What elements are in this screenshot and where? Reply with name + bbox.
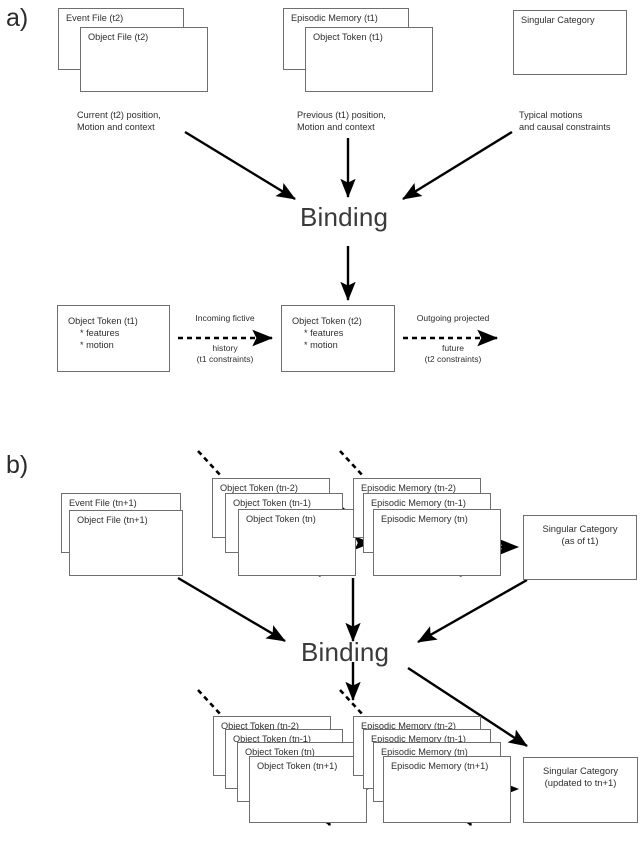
incoming-fictive-label-bottom: history (t1 constraints) [196, 343, 254, 364]
outgoing-projected-label-bottom: future (t2 constraints) [424, 343, 482, 364]
object-token-t1-label: Object Token (t1) [313, 32, 383, 42]
episodic-memory-tnp1-box-bottom: Episodic Memory (tn+1) [383, 756, 511, 823]
incoming-fictive-label-top: Incoming fictive [195, 313, 255, 323]
object-token-tnp1-label-bottom: Object Token (tn+1) [257, 761, 338, 771]
event-file-t2-label: Event File (t2) [66, 13, 124, 23]
object-token-t1-feature-line: * features [80, 328, 120, 338]
event-file-tn1-label: Event File (tn+1) [69, 498, 137, 508]
singular-category-label-b-top: Singular Category (as of t1) [542, 523, 618, 546]
singular-category-box-b-bottom: Singular Category (updated to tn+1) [523, 757, 638, 823]
episodic-memory-tn2-label-top: Episodic Memory (tn-2) [361, 483, 456, 493]
caption-typical-motions: Typical motions and causal constraints [519, 110, 611, 132]
panel-a-binding-inputs [184, 130, 513, 201]
panel-b-history-stubs [197, 450, 365, 478]
object-token-tn-label-bottom: Object Token (tn) [245, 747, 315, 757]
panel-b-binding-inputs [177, 576, 528, 644]
episodic-memory-tn-label-bottom: Episodic Memory (tn) [381, 747, 468, 757]
binding-label-b: Binding [301, 637, 390, 667]
panel-b-binding-outputs [345, 662, 528, 748]
panel-b-label: b) [6, 451, 29, 479]
singular-category-box-b-top: Singular Category (as of t1) [523, 515, 637, 580]
object-file-t2-label: Object File (t2) [88, 32, 149, 42]
object-token-t1-detail-title: Object Token (t1) [68, 316, 138, 326]
object-token-tn1m-label-top: Object Token (tn-1) [233, 498, 311, 508]
object-token-t1-detail-box: Object Token (t1) * features * motion [57, 305, 170, 372]
object-token-t2-feature-line: * features [304, 328, 344, 338]
object-token-t1-front-box: Object Token (t1) [305, 27, 433, 92]
panel-b-history-stubs-bottom [197, 689, 365, 717]
singular-category-label-a: Singular Category [521, 15, 595, 25]
episodic-memory-tn1m-label-bottom: Episodic Memory (tn-1) [371, 734, 466, 744]
object-file-tn1-label: Object File (tn+1) [77, 515, 148, 525]
object-token-tn2-label-bottom: Object Token (tn-2) [221, 721, 299, 731]
object-token-t2-detail-title: Object Token (t2) [292, 316, 362, 326]
singular-category-label-b-bottom: Singular Category (updated to tn+1) [542, 765, 619, 788]
binding-label-a: Binding [300, 202, 389, 232]
object-token-tn-label-top: Object Token (tn) [246, 514, 316, 524]
episodic-memory-tn-label-top: Episodic Memory (tn) [381, 514, 468, 524]
object-token-tn-box-top: Object Token (tn) [238, 509, 356, 576]
panel-a-label: a) [6, 4, 29, 32]
episodic-memory-tn1m-label-top: Episodic Memory (tn-1) [371, 498, 466, 508]
caption-previous-t1: Previous (t1) position, Motion and conte… [297, 110, 386, 132]
object-token-t1-motion-line: * motion [80, 340, 114, 350]
episodic-memory-tnp1-label-bottom: Episodic Memory (tn+1) [391, 761, 489, 771]
episodic-memory-tn-box-top: Episodic Memory (tn) [373, 509, 501, 576]
object-token-tnp1-box-bottom: Object Token (tn+1) [249, 756, 367, 823]
object-file-tn1-front-box: Object File (tn+1) [69, 510, 183, 576]
object-token-t2-motion-line: * motion [304, 340, 338, 350]
object-token-tn1m-label-bottom: Object Token (tn-1) [233, 734, 311, 744]
episodic-memory-t1-label: Episodic Memory (t1) [291, 13, 378, 23]
object-file-t2-front-box: Object File (t2) [80, 27, 208, 92]
caption-current-t2: Current (t2) position, Motion and contex… [77, 110, 161, 132]
object-token-t2-detail-box: Object Token (t2) * features * motion [281, 305, 395, 372]
object-token-tn2-label-top: Object Token (tn-2) [220, 483, 298, 493]
singular-category-box-a: Singular Category [513, 10, 627, 75]
outgoing-projected-label-top: Outgoing projected [416, 313, 490, 323]
episodic-memory-tn2-label-bottom: Episodic Memory (tn-2) [361, 721, 456, 731]
